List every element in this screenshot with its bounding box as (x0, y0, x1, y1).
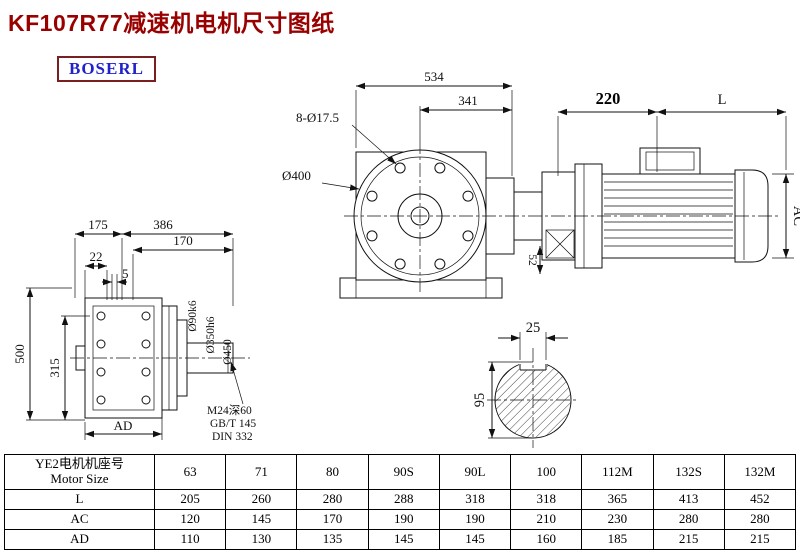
value-cell: 190 (367, 509, 440, 530)
value-cell: 210 (510, 509, 583, 530)
dim-AC: AC (790, 206, 800, 226)
side-view (70, 297, 250, 419)
adapter-cover (545, 229, 575, 259)
value-cell: 145 (438, 529, 512, 550)
value-cell: 280 (723, 509, 797, 530)
standard-din-label: DIN 332 (212, 431, 253, 443)
value-cell: 130 (225, 529, 298, 550)
value-cell: 318 (438, 489, 512, 510)
dim-section-dia: 95 (472, 393, 488, 408)
tap-hole-label: M24深60 (207, 403, 252, 417)
brand-logo-text: BOSERL (69, 59, 144, 78)
front-view (339, 140, 780, 299)
fan-cowl (734, 169, 769, 263)
value-cell: 170 (296, 509, 369, 530)
side-bolt-holes (96, 311, 151, 405)
dim-22: 22 (90, 249, 103, 264)
value-cell: 365 (581, 489, 654, 510)
row-label-cell: L (4, 489, 155, 510)
dim-shaft-dia: Ø90k6 (187, 300, 199, 332)
value-cell: 230 (581, 509, 654, 530)
value-cell: 205 (153, 489, 227, 510)
dim-5: 5 (122, 266, 129, 281)
dim-534: 534 (424, 69, 444, 84)
dim-flange-dia: Ø400 (282, 168, 311, 183)
standard-gb-label: GB/T 145 (210, 418, 256, 430)
frame-size-cell: 100 (510, 454, 583, 490)
dim-220: 220 (596, 89, 621, 108)
value-cell: 215 (723, 529, 797, 550)
frame-size-cell: 132S (652, 454, 725, 490)
row-label-cell: AD (4, 529, 155, 550)
value-cell: 135 (296, 529, 369, 550)
dim-170: 170 (173, 233, 193, 248)
shaft-section-view: 25 95 (472, 320, 579, 448)
dim-L: L (718, 92, 727, 108)
dim-175: 175 (88, 217, 108, 232)
value-cell: 288 (367, 489, 440, 510)
frame-size-cell: 112M (581, 454, 654, 490)
value-cell: 120 (153, 509, 227, 530)
frame-size-cell: 63 (153, 454, 227, 490)
dim-386: 386 (153, 217, 173, 232)
dim-341: 341 (458, 93, 478, 108)
dim-500: 500 (12, 344, 27, 364)
value-cell: 190 (438, 509, 512, 530)
value-cell: 160 (510, 529, 583, 550)
brand-logo: BOSERL (57, 56, 156, 82)
value-cell: 110 (153, 529, 227, 550)
value-cell: 413 (652, 489, 725, 510)
dim-key-width: 25 (526, 320, 541, 336)
frame-size-cell: 90L (438, 454, 512, 490)
frame-size-cell: 132M (723, 454, 797, 490)
value-cell: 280 (296, 489, 369, 510)
dim-AD: AD (114, 418, 133, 433)
flange-bolt-holes (366, 162, 474, 270)
value-cell: 215 (652, 529, 725, 550)
value-cell: 145 (367, 529, 440, 550)
motor-fins (604, 181, 733, 247)
dim-bolt-holes: 8-Ø17.5 (296, 110, 339, 125)
value-cell: 145 (225, 509, 298, 530)
value-cell: 452 (723, 489, 797, 510)
side-view-dimensions: 175 386 170 22 5 500 315 Ø90k6 Ø350h6 Ø4… (12, 217, 256, 443)
frame-size-cell: 80 (296, 454, 369, 490)
technical-drawing: 534 341 8-Ø17.5 Ø400 220 L AC 52 (12, 69, 800, 448)
frame-size-cell: 90S (367, 454, 440, 490)
dim-flange-od: Ø450 (222, 339, 234, 365)
dim-315: 315 (47, 358, 62, 378)
value-cell: 318 (510, 489, 583, 510)
dim-spigot-dia: Ø350h6 (205, 316, 217, 353)
value-cell: 280 (652, 509, 725, 530)
value-cell: 185 (581, 529, 654, 550)
front-view-dimensions: 534 341 8-Ø17.5 Ø400 220 L AC 52 (282, 69, 800, 274)
dim-52: 52 (526, 254, 538, 266)
page-title: KF107R77减速机电机尺寸图纸 (8, 10, 335, 36)
frame-size-cell: 71 (225, 454, 298, 490)
row-label-cell: AC (4, 509, 155, 530)
value-cell: 260 (225, 489, 298, 510)
